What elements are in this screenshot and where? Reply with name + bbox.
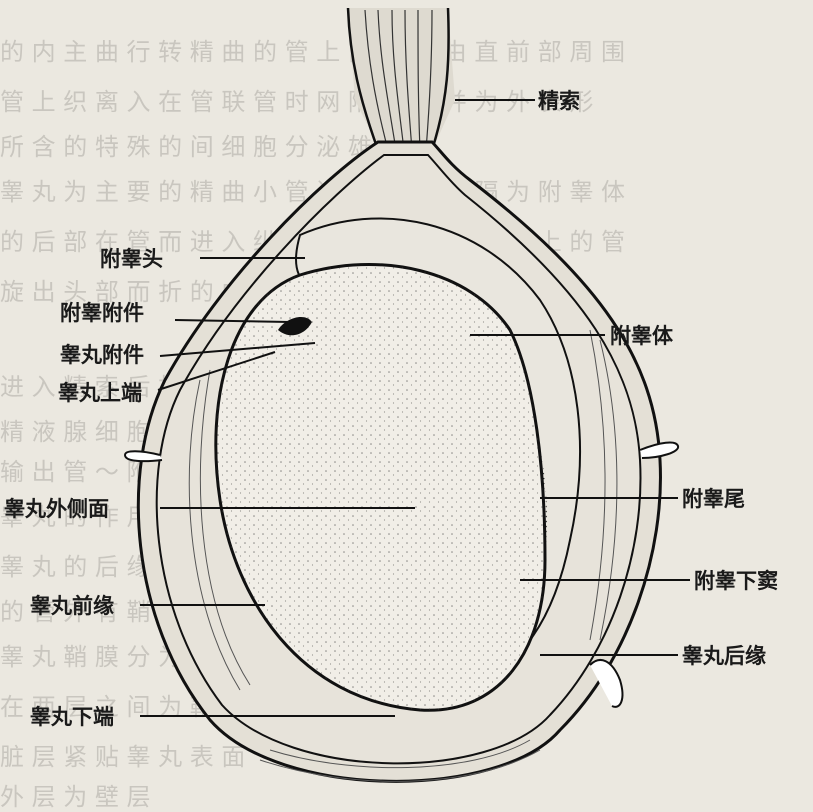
svg-text:脏 层 紧 贴 睾 丸 表 面: 脏 层 紧 贴 睾 丸 表 面 [0,743,245,771]
label-epididymis-tail: 附睾尾 [682,486,745,511]
label-sinus-epididymis: 附睾下窦 [694,568,778,593]
label-appendix-epididymis: 附睾附件 [60,300,144,325]
label-lateral-surface: 睾丸外侧面 [4,496,109,521]
label-upper-pole: 睾丸上端 [58,380,142,405]
label-posterior-border: 睾丸后缘 [682,643,766,668]
label-anterior-border: 睾丸前缘 [30,593,114,618]
label-spermatic-cord: 精索 [538,88,580,113]
svg-text:管 上 织 离 入 在 管 联 管 时 网 附 睾 合 并: 管 上 织 离 入 在 管 联 管 时 网 附 睾 合 并 为 外 表 形 [0,88,593,116]
label-lower-pole: 睾丸下端 [30,704,114,729]
svg-text:外 层 为 壁 层: 外 层 为 壁 层 [0,783,151,811]
label-epididymis-head: 附睾头 [100,246,163,271]
svg-text:的 内 主 曲 行 转 精 曲 的 管 上 由 纵 管 由: 的 内 主 曲 行 转 精 曲 的 管 上 由 纵 管 由 直 前 部 周 围 [0,38,625,66]
label-appendix-testis: 睾丸附件 [60,342,144,367]
label-epididymis-body: 附睾体 [610,323,674,348]
